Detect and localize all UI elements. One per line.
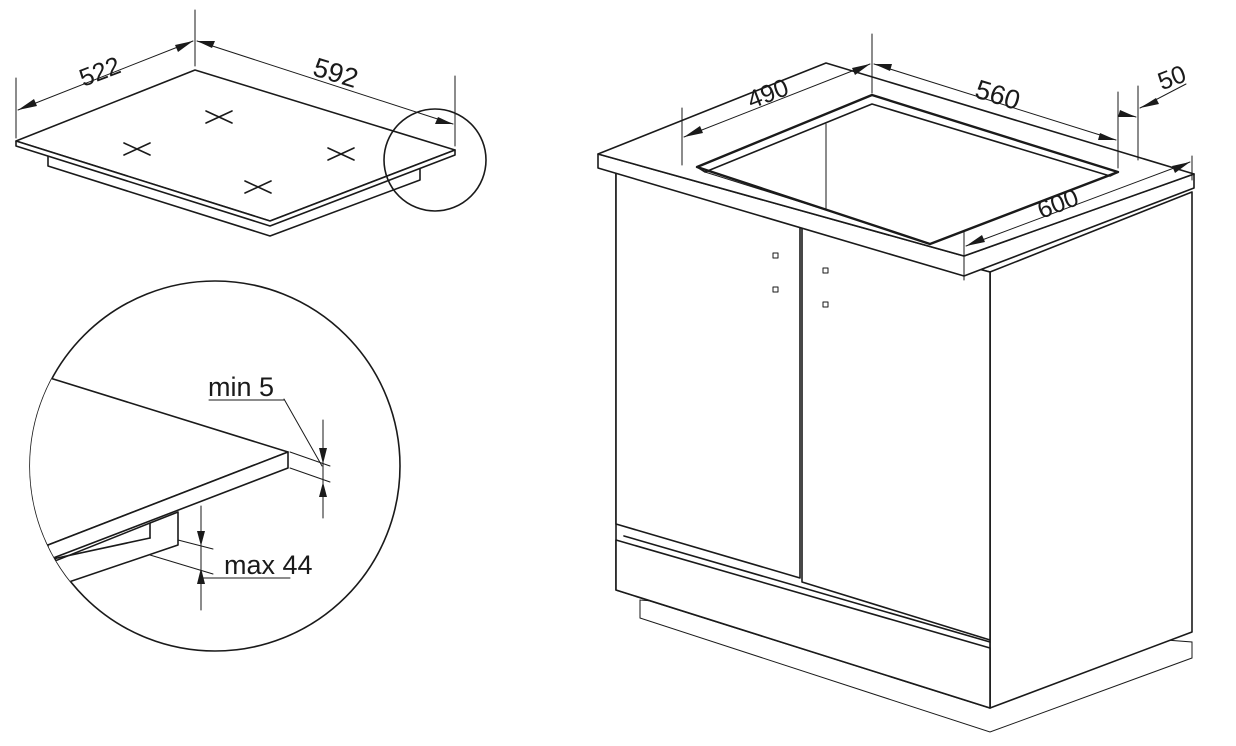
max-thickness-label: max 44	[224, 550, 313, 580]
max-thickness-dimension	[149, 505, 291, 611]
cabinet-bottom-panel	[615, 539, 991, 709]
rear-gap-label: 50	[1154, 60, 1190, 96]
cutout-depth-dimension	[681, 33, 873, 166]
rear-gap-dimension	[1118, 83, 1187, 161]
hob-depth-dimension	[15, 9, 196, 139]
hob-width-dimension	[196, 40, 456, 147]
hob-drawing: 522 592	[15, 9, 487, 237]
cabinet-drawing: 490 560 50 600	[597, 33, 1195, 733]
cutout-width-dimension	[873, 63, 1119, 169]
hob-depth-label: 522	[76, 51, 125, 92]
min-gap-label: min 5	[208, 372, 274, 402]
cabinet-width-dimension	[963, 155, 1193, 281]
cooking-zone-marks	[123, 110, 355, 194]
door-hinges	[772, 252, 829, 308]
cabinet-door-right	[801, 222, 991, 641]
hob-width-label: 592	[310, 52, 362, 94]
cabinet-side-panel	[989, 191, 1193, 709]
detail-callout-circle	[383, 108, 487, 212]
min-gap-dimension	[208, 398, 331, 519]
detail-drawing: min 5 max 44	[29, 280, 401, 652]
cabinet-door-left	[615, 171, 801, 579]
hob-glass-top	[15, 69, 456, 222]
hob-glass-edge	[15, 140, 456, 227]
